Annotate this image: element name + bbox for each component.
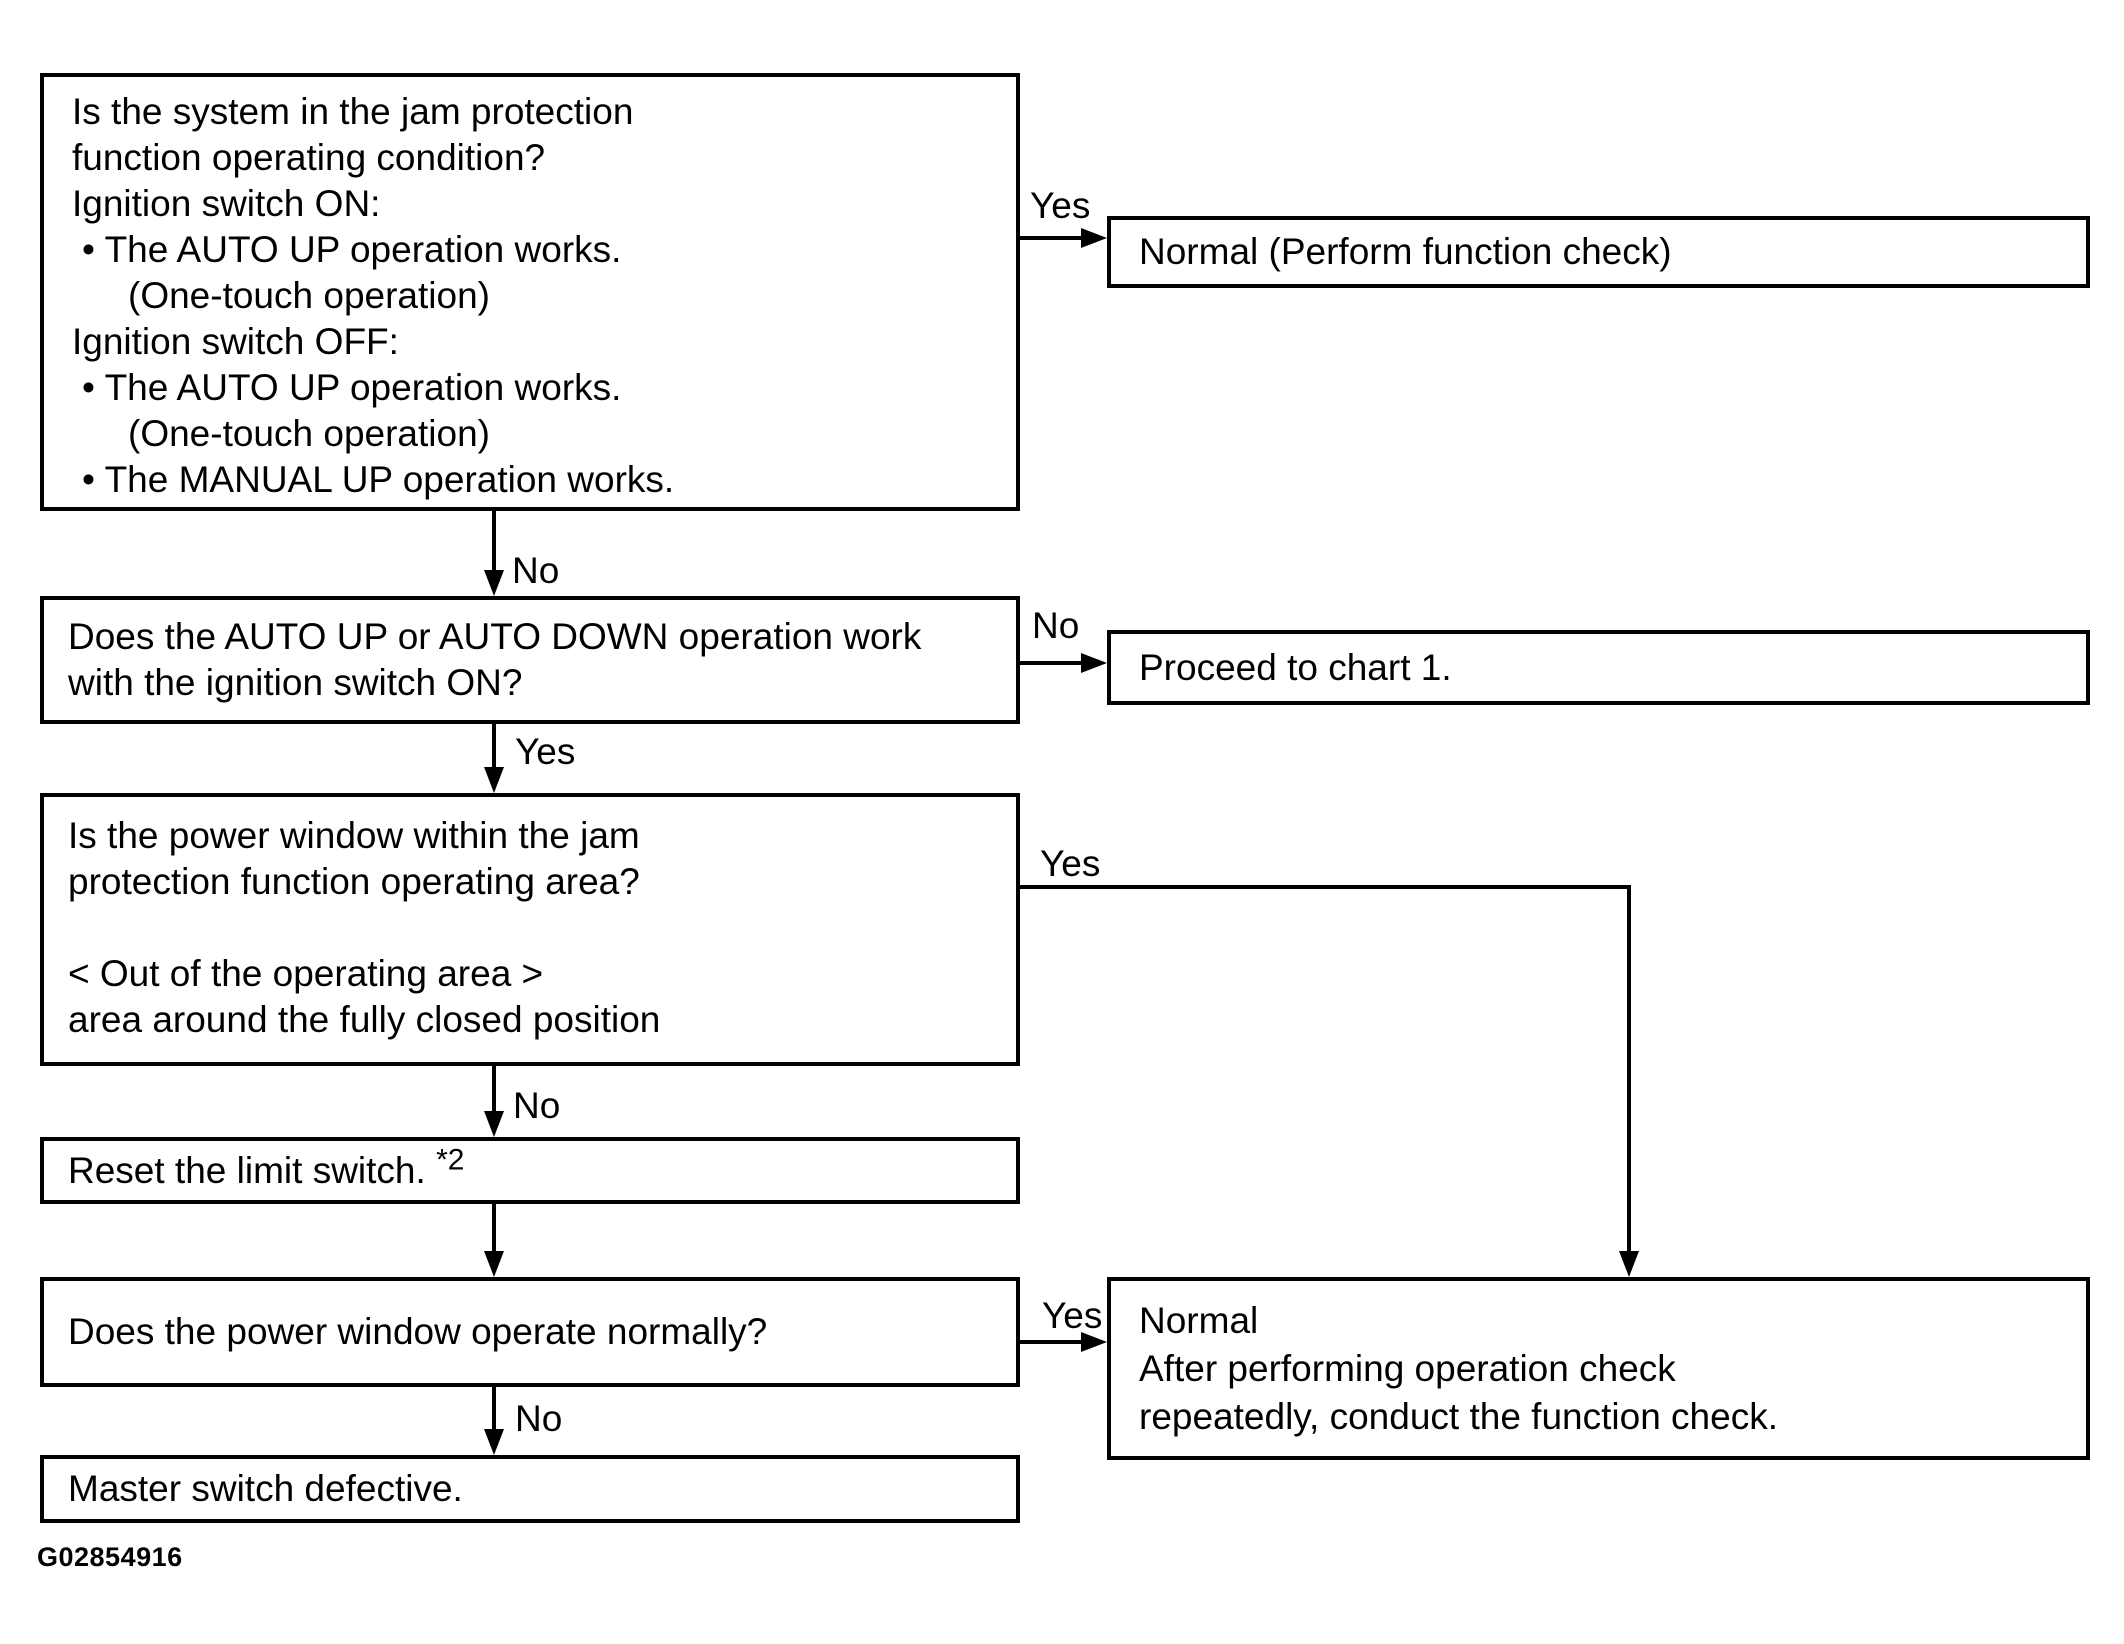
box-text-line: Is the power window within the jam	[68, 815, 640, 856]
figure-code: G02854916	[37, 1542, 183, 1572]
edge-label-yes: Yes	[1042, 1295, 1103, 1336]
box-text: Normal (Perform function check)	[1139, 231, 1672, 272]
box-result-normal-function-check: Normal (Perform function check)	[1107, 216, 2090, 288]
connector-q2-to-q3	[492, 724, 496, 769]
box-text-line: Does the AUTO UP or AUTO DOWN operation …	[68, 616, 922, 657]
edge-label-no: No	[513, 1085, 561, 1126]
box-text-line: Is the system in the jam protection	[72, 91, 634, 132]
connector-reset-to-q4	[492, 1204, 496, 1253]
box-result-proceed-chart1: Proceed to chart 1.	[1107, 630, 2090, 705]
arrowhead-right-icon	[1081, 228, 1107, 248]
connector-q4-to-r3	[1020, 1340, 1083, 1344]
arrowhead-down-icon	[484, 570, 504, 596]
box-text: Reset the limit switch. *2	[68, 1143, 465, 1191]
box-text-line: function operating condition?	[72, 137, 546, 178]
box-reset-limit-switch: Reset the limit switch. *2	[40, 1137, 1020, 1204]
connector-q2-to-r2	[1020, 661, 1083, 665]
arrowhead-down-icon	[484, 1251, 504, 1277]
edge-label-yes: Yes	[1040, 843, 1101, 884]
box-auto-operation-check: Does the AUTO UP or AUTO DOWN operation …	[40, 596, 1020, 724]
connector-q4-to-end	[492, 1387, 496, 1431]
connector-q3-yes-vertical	[1627, 885, 1631, 1253]
box-text-line: Ignition switch ON:	[72, 183, 381, 224]
box-text: Proceed to chart 1.	[1139, 646, 1452, 688]
box-text-line: (One-touch operation)	[128, 275, 490, 316]
edge-label-no: No	[512, 550, 560, 591]
arrowhead-down-icon	[1619, 1251, 1639, 1277]
box-text-line: • The AUTO UP operation works.	[82, 367, 622, 408]
box-text-line: (One-touch operation)	[128, 413, 490, 454]
arrowhead-right-icon	[1081, 653, 1107, 673]
box-text-line: protection function operating area?	[68, 861, 640, 902]
connector-q1-to-r1	[1020, 236, 1083, 240]
box-operating-area-check: Is the power window within the jam prote…	[40, 793, 1020, 1066]
footnote-marker: *2	[436, 1143, 465, 1177]
box-window-operates-normally: Does the power window operate normally?	[40, 1277, 1020, 1387]
box-text: Does the power window operate normally?	[68, 1311, 768, 1352]
edge-label-no: No	[1032, 605, 1080, 646]
box-text-line: with the ignition switch ON?	[68, 662, 523, 703]
box-text-line: area around the fully closed position	[68, 999, 661, 1040]
box-text-line: repeatedly, conduct the function check.	[1139, 1396, 1778, 1437]
edge-label-yes: Yes	[1030, 185, 1091, 226]
box-master-switch-defective: Master switch defective.	[40, 1455, 1020, 1523]
edge-label-no: No	[515, 1398, 563, 1439]
box-result-normal-after-check: Normal After performing operation check …	[1107, 1277, 2090, 1460]
box-text-line: • The MANUAL UP operation works.	[82, 459, 675, 500]
box-jam-protection-condition: Is the system in the jam protection func…	[40, 73, 1020, 511]
box-text-line	[68, 905, 998, 951]
connector-q3-yes-horizontal	[1020, 885, 1631, 889]
box-text: Master switch defective.	[68, 1468, 463, 1509]
box-text-line: Normal	[1139, 1300, 1259, 1341]
arrowhead-down-icon	[484, 767, 504, 793]
box-text-line: After performing operation check	[1139, 1348, 1676, 1389]
box-text-line: Ignition switch OFF:	[72, 321, 399, 362]
connector-q3-to-reset	[492, 1066, 496, 1113]
arrowhead-down-icon	[484, 1429, 504, 1455]
edge-label-yes: Yes	[515, 731, 576, 772]
box-text-line: • The AUTO UP operation works.	[82, 229, 622, 270]
arrowhead-down-icon	[484, 1111, 504, 1137]
connector-q1-to-q2	[492, 511, 496, 572]
arrowhead-right-icon	[1081, 1332, 1107, 1352]
box-text-line: < Out of the operating area >	[68, 953, 544, 994]
